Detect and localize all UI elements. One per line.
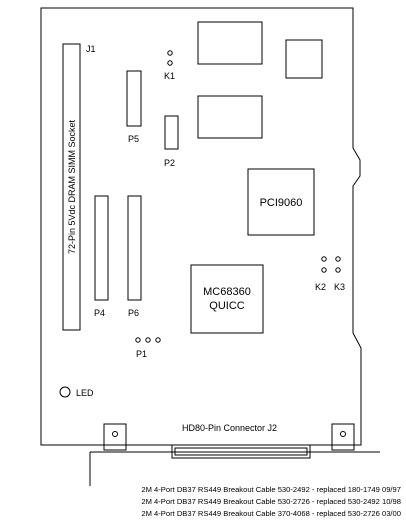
mc68360-label-line1: MC68360 [203, 286, 251, 298]
pci9060-chip [247, 168, 315, 236]
led-label: LED [76, 388, 94, 398]
bracket-left-hole [112, 431, 118, 437]
k2-pin [321, 256, 327, 262]
j1-label: J1 [86, 44, 96, 54]
simm-socket [62, 43, 81, 331]
mc68360-label-line2: QUICC [209, 300, 245, 312]
p2-label: P2 [164, 158, 175, 168]
k2-pin [321, 267, 327, 273]
p2-header [164, 115, 179, 150]
p1-pin [155, 337, 161, 343]
chip-middle [197, 95, 263, 139]
p5-label: P5 [128, 134, 139, 144]
p6-label: P6 [128, 308, 139, 318]
k1-pin [167, 60, 173, 66]
p4-header [94, 195, 109, 301]
chip-top-left [197, 21, 263, 65]
k3-label: K3 [334, 282, 345, 292]
connector-label: HD80-Pin Connector J2 [182, 423, 277, 433]
p1-pin [135, 337, 141, 343]
p5-header [126, 70, 142, 127]
bracket-right [331, 423, 355, 451]
bracket-left [103, 423, 127, 451]
p1-label: P1 [136, 349, 147, 359]
led-indicator [59, 386, 71, 398]
pci9060-label: PCI9060 [260, 197, 303, 209]
k1-pin [167, 50, 173, 56]
chip-top-right [285, 39, 323, 79]
k2-label: K2 [315, 282, 326, 292]
cable-note: 2M 4-Port DB37 RS449 Breakout Cable 530-… [141, 497, 401, 506]
mc68360-chip [190, 264, 264, 334]
k3-pin [335, 267, 341, 273]
p4-label: P4 [94, 308, 105, 318]
k1-label: K1 [164, 71, 175, 81]
board-outline [40, 7, 362, 446]
cable-note: 2M 4-Port DB37 RS449 Breakout Cable 370-… [141, 509, 401, 518]
k3-pin [335, 256, 341, 262]
p1-pin [145, 337, 151, 343]
cable-note: 2M 4-Port DB37 RS449 Breakout Cable 530-… [141, 485, 401, 494]
p6-header [127, 195, 142, 301]
simm-socket-label: 72-Pin 5Vdc DRAM SIMM Socket [67, 119, 77, 254]
bracket-right-hole [340, 431, 346, 437]
